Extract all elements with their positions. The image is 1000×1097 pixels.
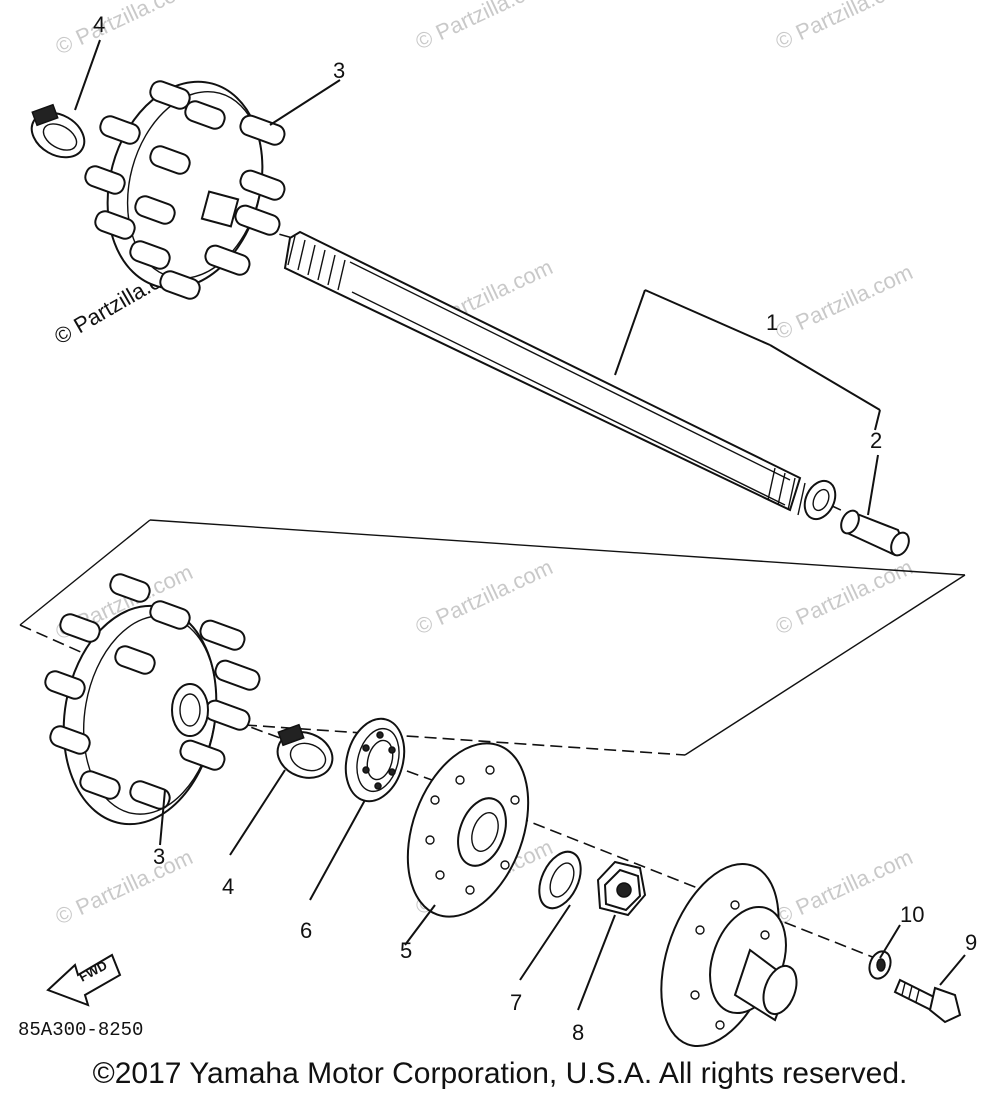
nut	[596, 860, 647, 917]
clamp-bottom	[276, 723, 334, 779]
watermark: © Partzilla.com	[772, 844, 917, 929]
spline-right	[767, 467, 806, 516]
clamp-top	[30, 103, 86, 159]
flanged-hub	[660, 862, 798, 1048]
callout-3-bottom: 3	[153, 844, 165, 869]
bolt	[893, 978, 962, 1024]
sprocket-top	[84, 80, 286, 300]
callout-9: 9	[965, 930, 977, 955]
sprocket-bottom	[44, 573, 261, 826]
fwd-arrow-icon: FWD	[46, 953, 122, 1007]
watermark: © Partzilla.com	[412, 0, 557, 55]
watermark: © Partzilla.com	[772, 259, 917, 344]
callout-5: 5	[400, 938, 412, 963]
callout-10: 10	[900, 902, 924, 927]
callout-8: 8	[572, 1020, 584, 1045]
washer	[538, 850, 582, 910]
callout-6: 6	[300, 918, 312, 943]
callout-4-top: 4	[93, 12, 105, 37]
watermark: © Partzilla.com	[52, 844, 197, 929]
copyright-notice: ©2017 Yamaha Motor Corporation, U.S.A. A…	[93, 1057, 908, 1090]
sprocket-teeth	[84, 80, 286, 300]
diagram-code: 85A300-8250	[18, 1019, 143, 1041]
callouts: 4 3 1 2 3 4 6 5 7 8 9 10	[93, 12, 977, 1045]
lock-washer	[868, 950, 892, 980]
bearing	[344, 717, 406, 803]
drive-axle-shaft	[283, 230, 837, 521]
callout-4-bottom: 4	[222, 874, 234, 899]
plug-pin	[840, 509, 910, 557]
callout-1: 1	[766, 310, 778, 335]
watermark: © Partzilla.com	[772, 0, 917, 55]
callout-7: 7	[510, 990, 522, 1015]
watermark: © Partzilla.com	[52, 0, 197, 60]
spline-left	[287, 235, 346, 291]
leader-lines	[74, 39, 966, 1011]
watermark: © Partzilla.com	[412, 554, 557, 639]
callout-2: 2	[870, 428, 882, 453]
flange-plate	[406, 742, 530, 918]
callout-3-top: 3	[333, 58, 345, 83]
sprocket-teeth	[44, 573, 261, 810]
